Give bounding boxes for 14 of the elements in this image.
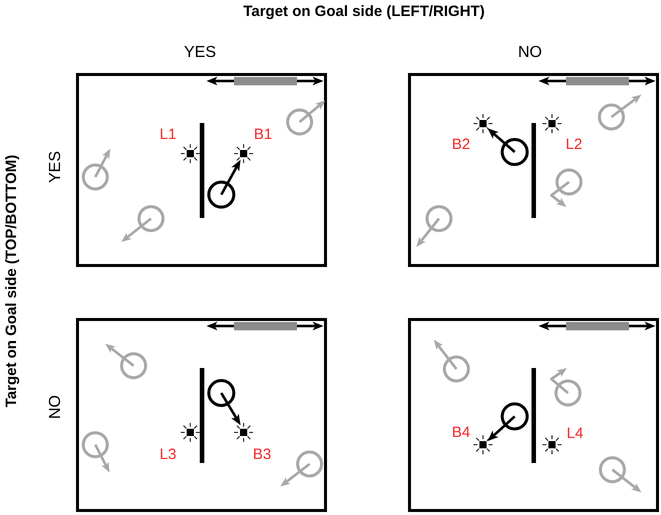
light-label: L3 xyxy=(160,446,176,464)
light-label: B1 xyxy=(254,126,272,144)
axis-title: Target on Goal side (TOP/BOTTOM) xyxy=(4,154,20,408)
row-header: NO xyxy=(47,395,65,419)
light-label: L1 xyxy=(160,126,176,144)
row-header: YES xyxy=(47,151,65,183)
light-label: B4 xyxy=(452,424,470,442)
light-label: B2 xyxy=(452,136,470,154)
axis-title: Target on Goal side (LEFT/RIGHT) xyxy=(243,4,485,20)
light-label: L4 xyxy=(566,426,584,442)
column-header: YES xyxy=(184,44,216,62)
light-label: L2 xyxy=(566,136,582,154)
column-header: NO xyxy=(518,44,542,62)
light-label: B3 xyxy=(252,446,272,464)
